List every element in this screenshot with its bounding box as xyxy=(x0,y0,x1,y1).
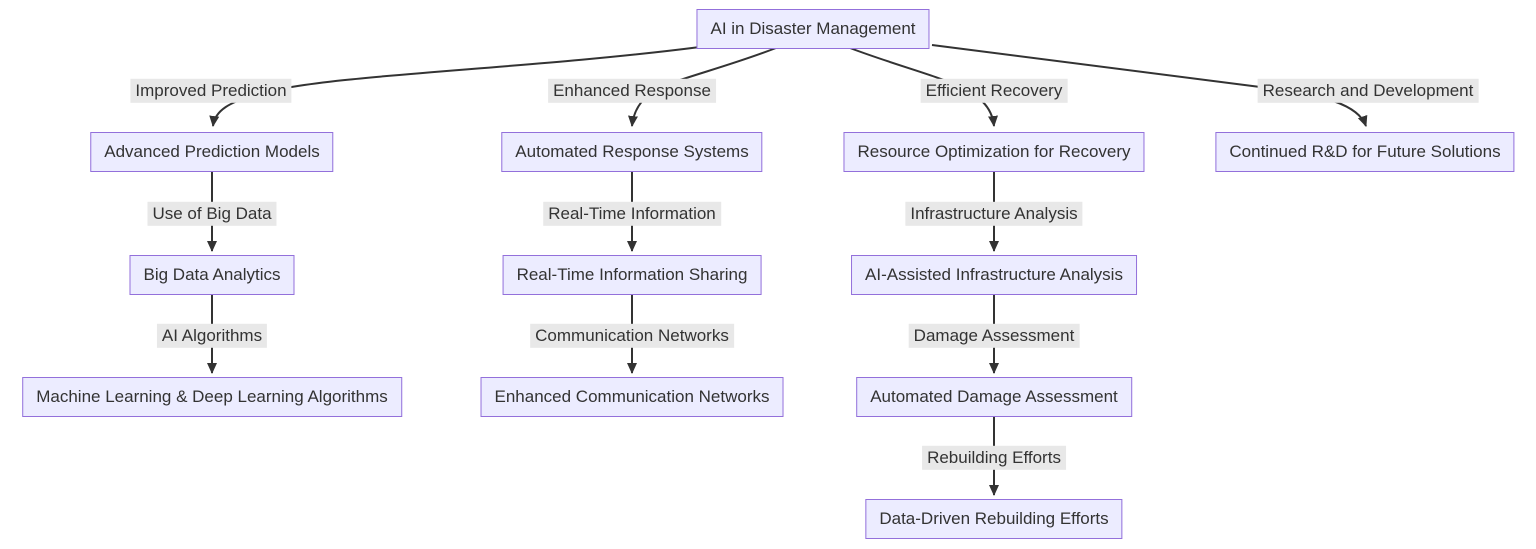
node-resource-optimization-for-recovery: Resource Optimization for Recovery xyxy=(843,132,1145,172)
edge-label-ai-algorithms: AI Algorithms xyxy=(156,323,268,349)
edge-label-real-time-information: Real-Time Information xyxy=(543,201,721,227)
edge-label-damage-assessment: Damage Assessment xyxy=(908,323,1080,349)
node-automated-response-systems: Automated Response Systems xyxy=(501,132,763,172)
node-continued-rd-for-future-solutions: Continued R&D for Future Solutions xyxy=(1215,132,1515,172)
edge-label-infrastructure-analysis: Infrastructure Analysis xyxy=(905,201,1083,227)
node-ml-dl-algorithms: Machine Learning & Deep Learning Algorit… xyxy=(22,377,402,417)
edge-label-improved-prediction: Improved Prediction xyxy=(130,78,292,104)
edge-label-communication-networks: Communication Networks xyxy=(530,323,734,349)
node-real-time-information-sharing: Real-Time Information Sharing xyxy=(502,255,762,295)
edge-label-efficient-recovery: Efficient Recovery xyxy=(920,78,1068,104)
node-data-driven-rebuilding-efforts: Data-Driven Rebuilding Efforts xyxy=(865,499,1123,539)
edge-root-branch4 xyxy=(931,44,1368,127)
node-root: AI in Disaster Management xyxy=(696,9,930,49)
edge-label-research-and-development: Research and Development xyxy=(1257,78,1479,104)
edge-root-branch1 xyxy=(209,46,701,127)
node-enhanced-communication-networks: Enhanced Communication Networks xyxy=(480,377,784,417)
edge-label-enhanced-response: Enhanced Response xyxy=(548,78,716,104)
edge-label-use-of-big-data: Use of Big Data xyxy=(147,201,277,227)
node-advanced-prediction-models: Advanced Prediction Models xyxy=(90,132,334,172)
node-ai-assisted-infrastructure-analysis: AI-Assisted Infrastructure Analysis xyxy=(851,255,1137,295)
node-automated-damage-assessment: Automated Damage Assessment xyxy=(856,377,1132,417)
edge-label-rebuilding-efforts: Rebuilding Efforts xyxy=(922,445,1066,471)
node-big-data-analytics: Big Data Analytics xyxy=(129,255,295,295)
